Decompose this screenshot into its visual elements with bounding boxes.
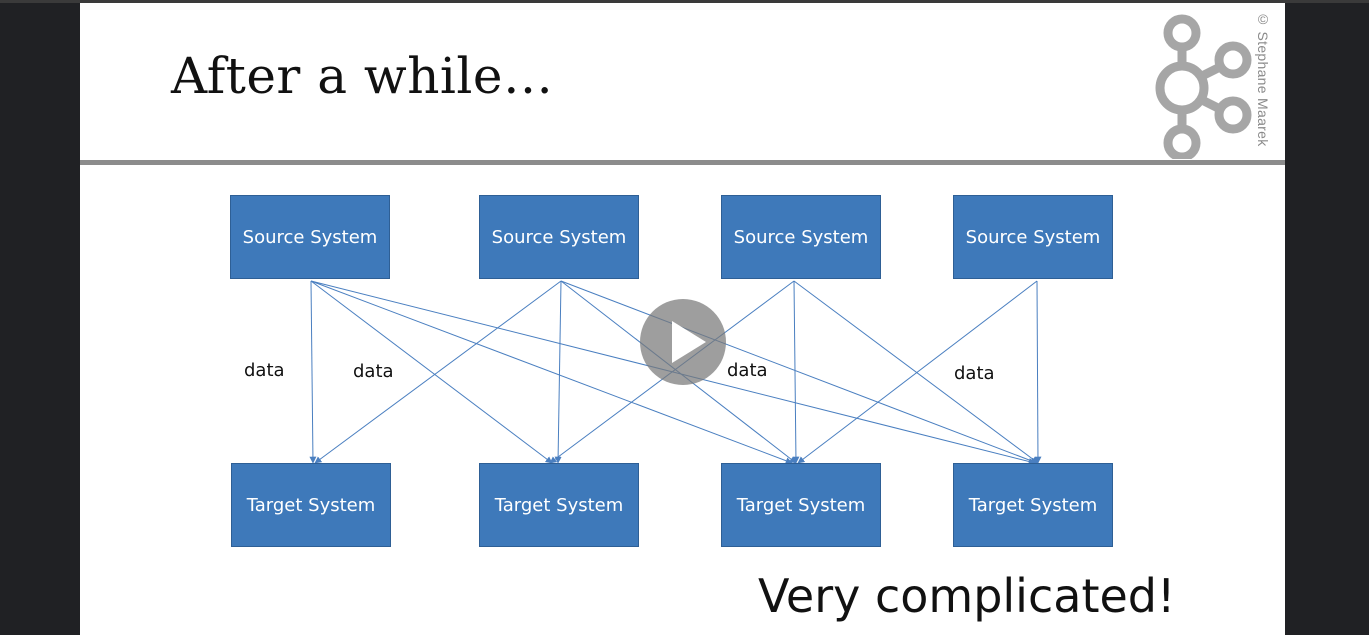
slide: After a while… © Stephane Maarek bbox=[80, 3, 1285, 635]
target-system-box: Target System bbox=[479, 463, 639, 547]
data-label: data bbox=[244, 360, 285, 381]
kafka-logo-icon bbox=[1155, 14, 1252, 159]
window-top-border bbox=[0, 0, 1369, 3]
target-system-box: Target System bbox=[721, 463, 881, 547]
play-icon bbox=[672, 321, 706, 363]
copyright-text: © Stephane Maarek bbox=[1255, 11, 1271, 147]
target-system-box: Target System bbox=[953, 463, 1113, 547]
slide-caption: Very complicated! bbox=[758, 569, 1176, 623]
source-system-box: Source System bbox=[479, 195, 639, 279]
data-label: data bbox=[727, 360, 768, 381]
play-button[interactable] bbox=[640, 299, 726, 385]
data-label: data bbox=[353, 361, 394, 382]
source-system-box: Source System bbox=[953, 195, 1113, 279]
title-divider bbox=[80, 160, 1285, 165]
source-system-box: Source System bbox=[721, 195, 881, 279]
slide-title: After a while… bbox=[171, 47, 554, 105]
target-system-box: Target System bbox=[231, 463, 391, 547]
data-label: data bbox=[954, 363, 995, 384]
source-system-box: Source System bbox=[230, 195, 390, 279]
